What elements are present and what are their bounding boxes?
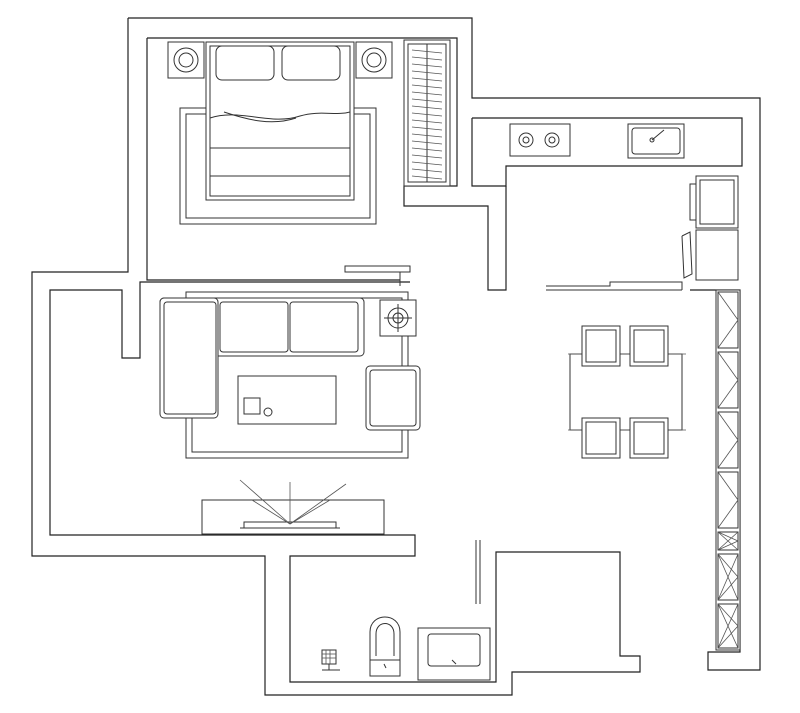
armchair <box>365 365 421 431</box>
hanger-icon <box>411 112 443 117</box>
hanger-icon <box>411 154 443 159</box>
bathroom <box>321 616 491 681</box>
floor-drain-icon <box>321 649 340 671</box>
hanger-icon <box>411 175 443 180</box>
hanger-icon <box>411 126 443 131</box>
cabinet-door <box>717 291 739 349</box>
stove <box>509 123 571 157</box>
kitchen <box>509 123 739 281</box>
sofa <box>159 297 365 419</box>
hanger-icon <box>411 133 443 138</box>
hanger-icon <box>411 70 443 75</box>
nightstand-left <box>167 41 205 79</box>
tv-cabinet <box>201 479 385 535</box>
dining-area <box>568 325 686 459</box>
cabinet-door <box>717 471 739 529</box>
hanger-icon <box>411 161 443 166</box>
pillow-left-icon <box>215 45 275 81</box>
nightstand-right <box>355 41 393 79</box>
sink <box>627 123 685 159</box>
hanger-icon <box>411 147 443 152</box>
cabinet-door <box>717 411 739 469</box>
hanger-icon <box>411 105 443 110</box>
chair <box>629 417 669 459</box>
hanger-icon <box>411 49 443 54</box>
hanger-icon <box>411 119 443 124</box>
washbasin <box>417 627 491 681</box>
hanger-icon <box>411 98 443 103</box>
living-room <box>159 291 421 535</box>
hanger-icon <box>411 168 443 173</box>
hanger-icon <box>411 140 443 145</box>
oven <box>681 229 739 281</box>
chair <box>581 417 621 459</box>
cabinet-door <box>717 553 739 601</box>
chair <box>581 325 621 367</box>
floor-lamp <box>379 299 417 337</box>
hanger-icon <box>411 56 443 61</box>
coffee-table <box>237 375 337 425</box>
cabinet-door <box>717 531 739 551</box>
toilet <box>369 616 401 677</box>
hanger-icon <box>411 63 443 68</box>
cabinet-door <box>717 603 739 649</box>
tall-cabinets <box>715 289 741 651</box>
hanger-icon <box>411 77 443 82</box>
wardrobe <box>403 39 451 187</box>
cabinet-door <box>717 351 739 409</box>
hanger-icon <box>411 91 443 96</box>
hanger-icon <box>411 84 443 89</box>
bedroom <box>167 39 451 225</box>
chair <box>629 325 669 367</box>
pillow-right-icon <box>281 45 341 81</box>
refrigerator <box>689 175 739 229</box>
